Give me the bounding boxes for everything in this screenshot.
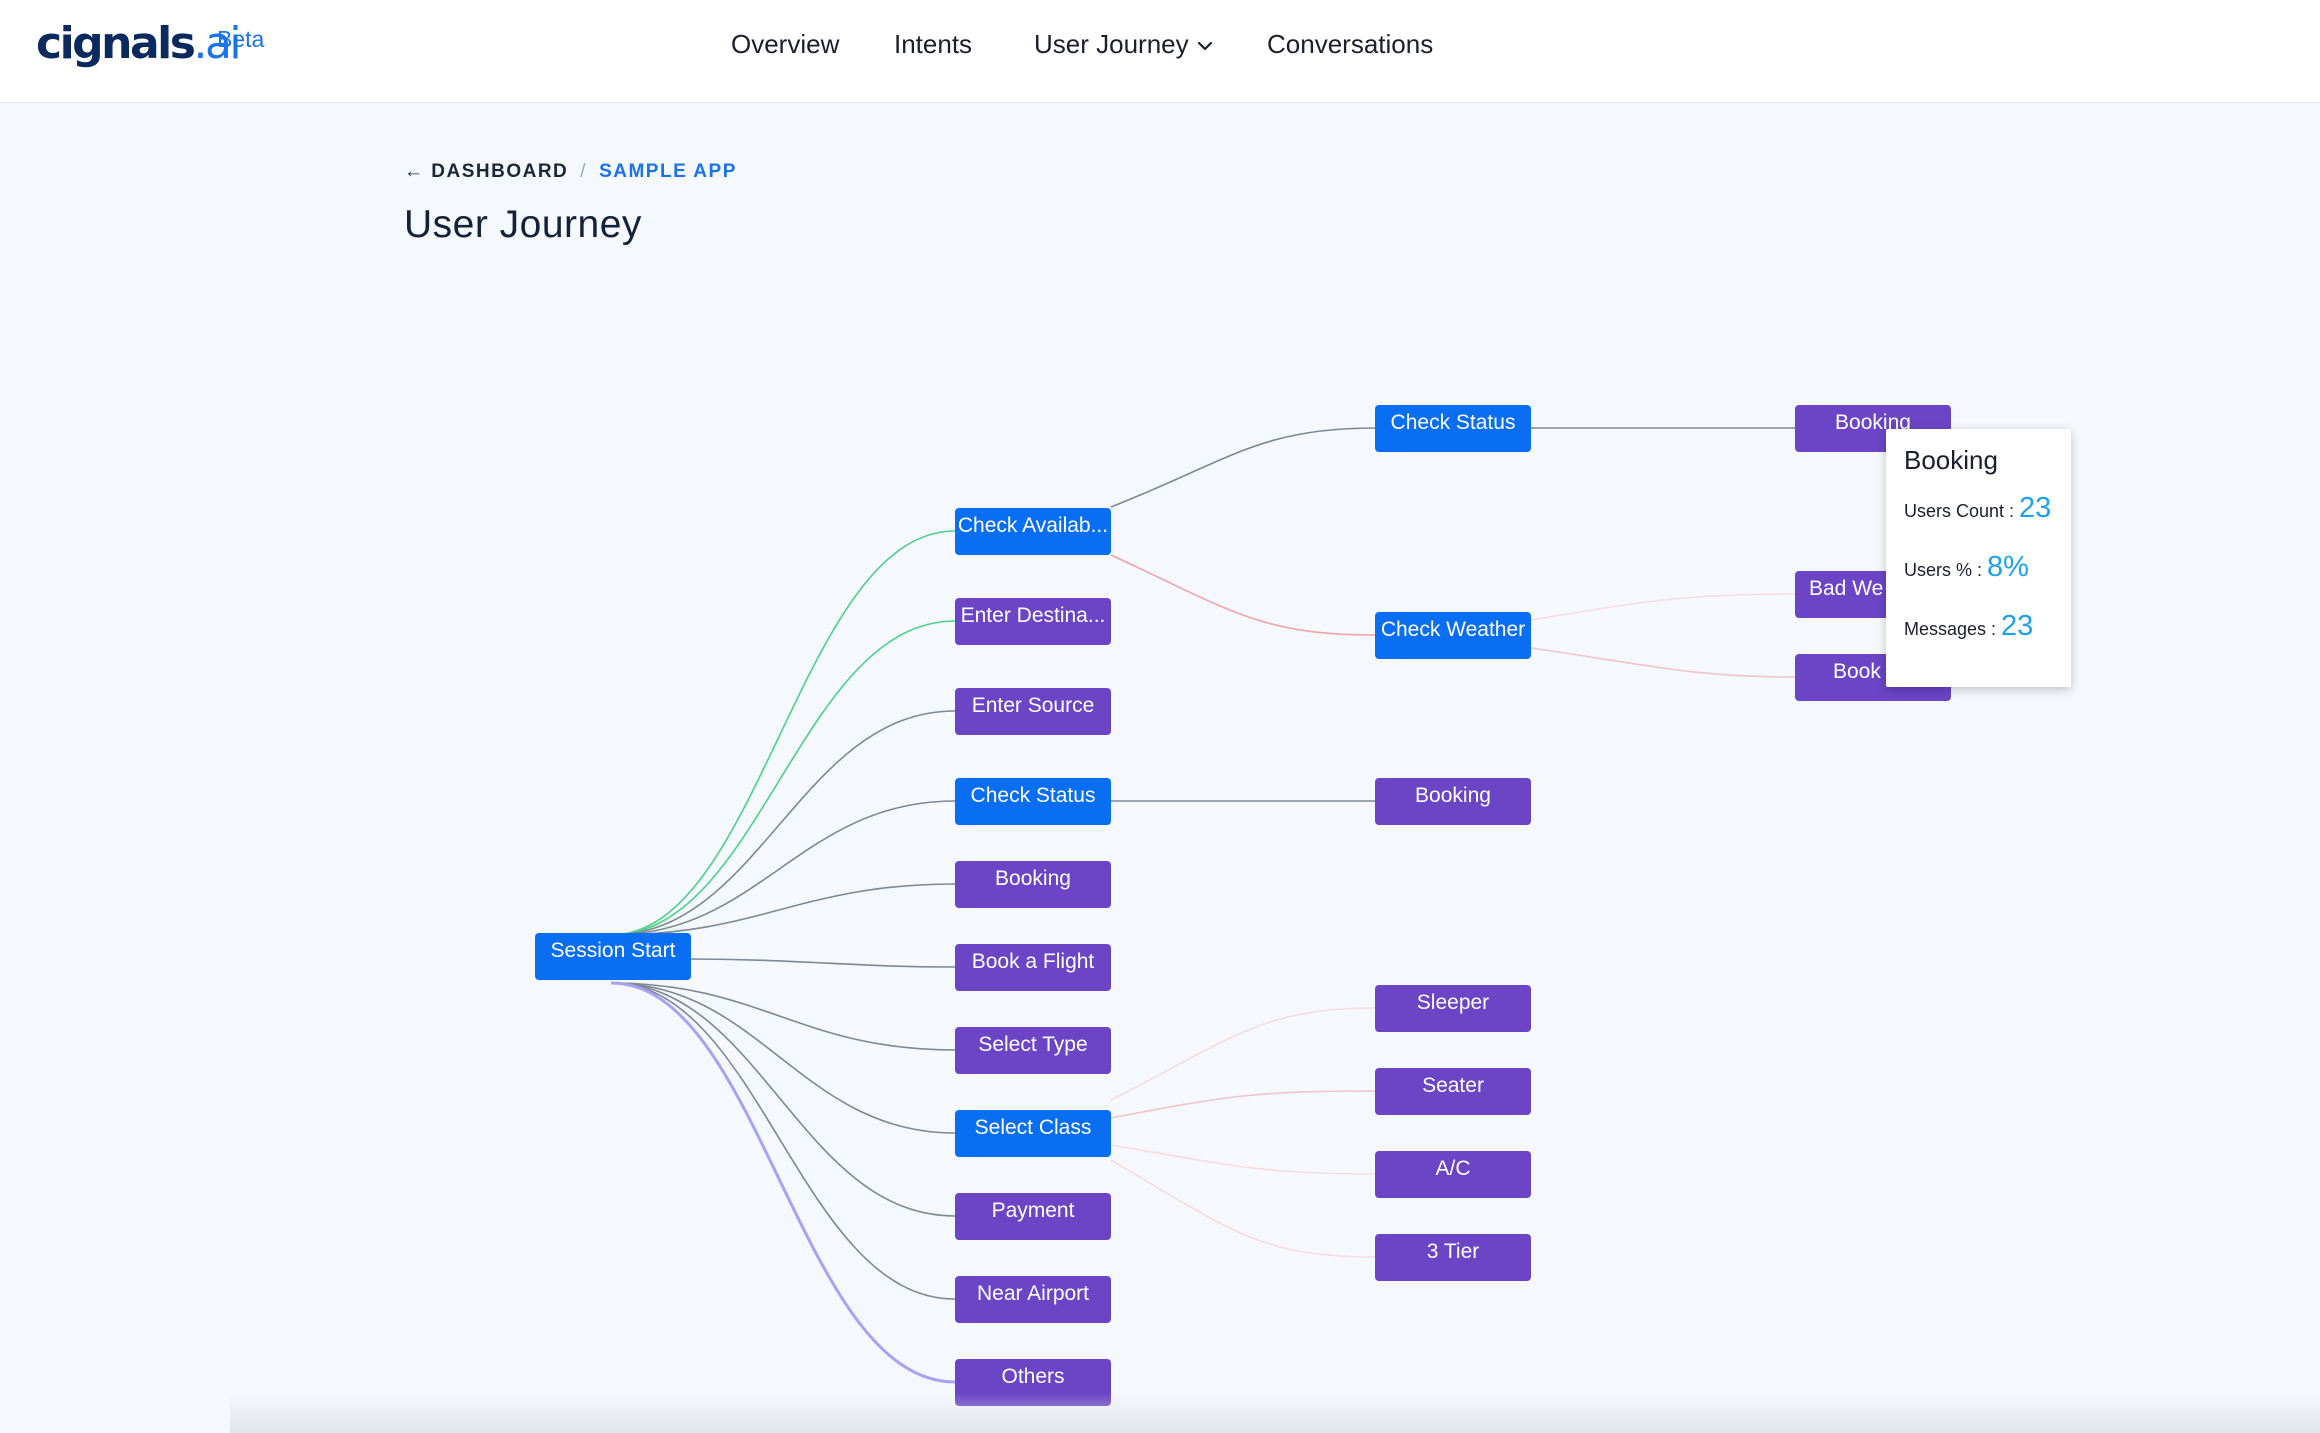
breadcrumb-dashboard-link[interactable]: ← DASHBOARD (404, 161, 568, 182)
tooltip-users-count-label: Users Count : (1904, 501, 2020, 521)
node-tooltip: Booking Users Count : 23 Users % : 8% Me… (1886, 429, 2071, 687)
link-session-book-flight (688, 958, 956, 968)
link-select-class-seater (1110, 1090, 1376, 1119)
page-title: User Journey (404, 203, 642, 246)
journey-node-ac[interactable]: A/C (1375, 1151, 1531, 1198)
cignals-logo[interactable]: cignals.ai (36, 14, 242, 74)
link-session-select-class (610, 982, 956, 1134)
journey-node-check-status-2[interactable]: Check Status (1375, 405, 1531, 452)
link-session-near-airport (610, 982, 956, 1300)
link-select-class-sleeper (1110, 1007, 1376, 1101)
scroll-shadow (230, 1393, 2320, 1433)
breadcrumb-dashboard-label: DASHBOARD (431, 161, 569, 182)
journey-node-enter-destination[interactable]: Enter Destina... (955, 598, 1111, 645)
journey-node-session-start[interactable]: Session Start (535, 933, 691, 980)
tooltip-users-pct: Users % : 8% (1904, 551, 2029, 584)
link-session-others (610, 981, 956, 1384)
journey-node-check-weather[interactable]: Check Weather (1375, 612, 1531, 659)
link-check-availability-check-status (1110, 427, 1376, 508)
nav-user-journey[interactable]: User Journey (1034, 26, 1213, 62)
journey-node-select-type[interactable]: Select Type (955, 1027, 1111, 1074)
link-check-weather-bad-weather (1530, 593, 1796, 621)
tooltip-users-count-value: 23 (2019, 492, 2052, 524)
journey-node-3-tier[interactable]: 3 Tier (1375, 1234, 1531, 1281)
link-session-check-status (610, 800, 956, 936)
journey-node-booking-3[interactable]: Booking (1795, 405, 1951, 452)
tooltip-users-pct-value: 8% (1987, 551, 2029, 583)
nav-user-journey-label: User Journey (1034, 29, 1189, 59)
tooltip-users-count: Users Count : 23 (1904, 492, 2051, 525)
tooltip-title: Booking (1904, 445, 1998, 475)
link-select-class-3-tier (1110, 1159, 1376, 1258)
link-session-booking (610, 883, 956, 936)
link-check-availability-check-weather (1110, 554, 1376, 636)
journey-node-booking[interactable]: Booking (955, 861, 1111, 908)
link-session-payment (610, 982, 956, 1217)
nav-intents[interactable]: Intents (894, 29, 973, 59)
link-session-check-availability (610, 530, 956, 936)
link-session-select-type (610, 982, 956, 1051)
journey-node-check-availability[interactable]: Check Availab... (955, 508, 1111, 555)
breadcrumb-sample-app[interactable]: SAMPLE APP (599, 161, 737, 182)
beta-badge: Beta (217, 26, 265, 52)
journey-node-payment[interactable]: Payment (955, 1193, 1111, 1240)
logo-name: cignals (36, 18, 196, 69)
tooltip-messages-value: 23 (2001, 610, 2034, 642)
nav-conversations[interactable]: Conversations (1267, 29, 1434, 59)
tooltip-messages-label: Messages : (1904, 619, 2002, 639)
journey-node-book-a-flight[interactable]: Book a Flight (955, 944, 1111, 991)
logo-suffix: .ai (193, 18, 241, 69)
journey-node-sleeper[interactable]: Sleeper (1375, 985, 1531, 1032)
breadcrumb: ← DASHBOARD / SAMPLE APP (404, 160, 737, 184)
tooltip-messages: Messages : 23 (1904, 610, 2033, 643)
journey-node-seater[interactable]: Seater (1375, 1068, 1531, 1115)
journey-node-enter-source[interactable]: Enter Source (955, 688, 1111, 735)
nav-overview[interactable]: Overview (731, 29, 840, 59)
journey-node-check-status[interactable]: Check Status (955, 778, 1111, 825)
journey-node-near-airport[interactable]: Near Airport (955, 1276, 1111, 1323)
journey-node-booking-2[interactable]: Booking (1375, 778, 1531, 825)
top-navbar: cignals.ai Beta Overview Intents User Jo… (0, 0, 2320, 103)
link-select-class-ac (1110, 1144, 1376, 1175)
link-session-enter-destination (610, 620, 956, 936)
journey-node-select-class[interactable]: Select Class (955, 1110, 1111, 1157)
chevron-down-icon (1197, 42, 1212, 51)
link-check-weather-book (1530, 647, 1796, 678)
tooltip-users-pct-label: Users % : (1904, 560, 1988, 580)
arrow-left-icon: ← (404, 161, 425, 182)
link-session-enter-source (610, 710, 956, 936)
breadcrumb-separator: / (580, 161, 588, 182)
